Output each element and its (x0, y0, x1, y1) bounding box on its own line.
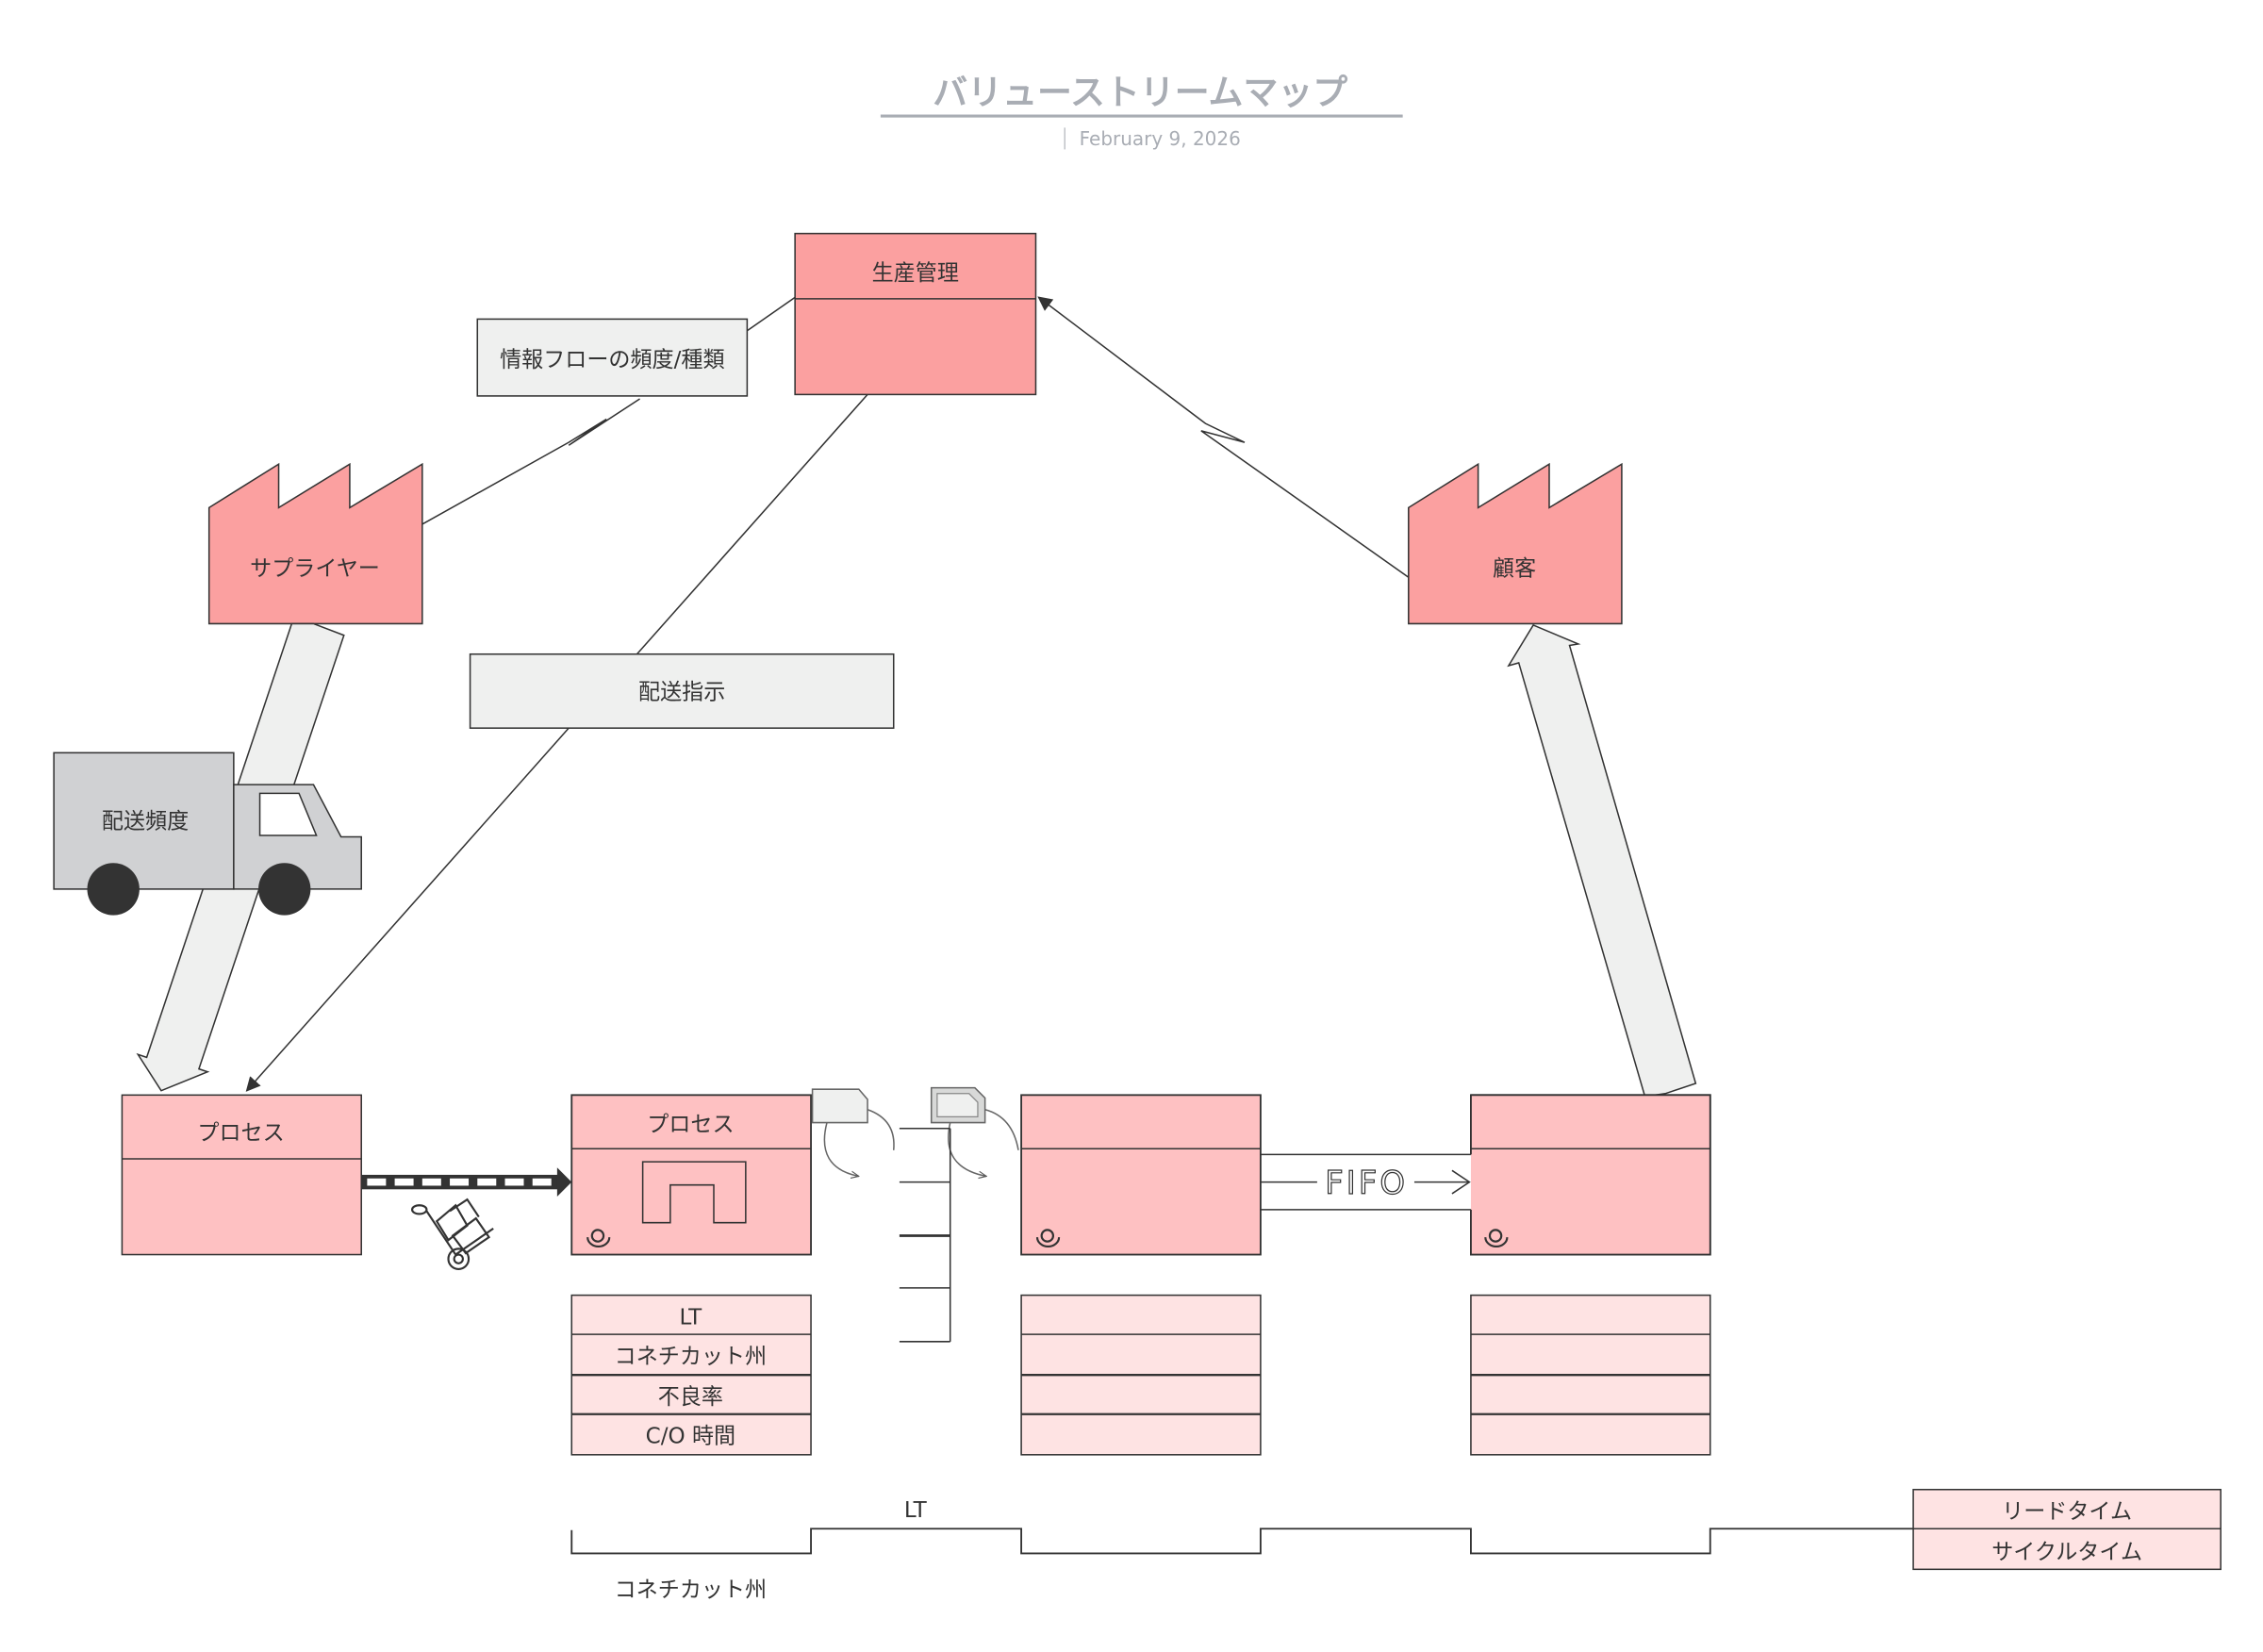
operator-icon (1484, 1229, 1509, 1247)
truck-wheel-rear (87, 863, 140, 916)
data-box-1[interactable]: LT コネチカット州 不良率 C/O 時間 (570, 1294, 812, 1456)
shipping-instruction-box[interactable]: 配送指示 (469, 653, 895, 729)
timeline: LT コネチカット州 (570, 1498, 1914, 1603)
truck-window (258, 792, 318, 836)
customer-label: 顧客 (1493, 557, 1536, 582)
timeline-lower-label: コネチカット州 (615, 1578, 767, 1603)
factory-icon (1408, 462, 1623, 625)
customer-factory[interactable]: 顧客 (1408, 462, 1623, 625)
process-box-3[interactable] (1020, 1094, 1262, 1256)
data-row: C/O 時間 (646, 1425, 735, 1449)
truck-label: 配送頻度 (102, 809, 189, 834)
data-box-3[interactable] (1470, 1294, 1711, 1456)
process-box-2[interactable]: プロセス (570, 1094, 812, 1256)
fifo-label: FIFO (1325, 1165, 1408, 1201)
process-box-4[interactable] (1470, 1094, 1711, 1256)
operator-icon (586, 1229, 611, 1247)
factory-icon (207, 462, 423, 625)
info-line-pc-to-label (746, 296, 796, 332)
hand-truck-icon (410, 1198, 494, 1270)
supplier-label: サプライヤー (250, 557, 380, 582)
operator-icon (1035, 1229, 1061, 1247)
shipping-instruction-label: 配送指示 (638, 680, 725, 704)
data-row: LT (680, 1305, 703, 1330)
page-title: バリューストリームマップ (933, 73, 1347, 113)
data-row: コネチカット州 (615, 1345, 767, 1369)
kanban-card-icon (811, 1088, 868, 1124)
withdrawal-kanban[interactable] (811, 1088, 895, 1176)
electronic-info-line-customer (1037, 296, 1410, 578)
push-arrow (361, 1167, 572, 1198)
timeline-upper-label: LT (904, 1498, 928, 1523)
truck-wheel-front (258, 863, 311, 916)
data-box-2[interactable] (1020, 1294, 1262, 1456)
info-flow-lines (245, 296, 1410, 1092)
electronic-info-line-supplier (420, 398, 640, 526)
truck[interactable]: 配送頻度 (53, 752, 362, 916)
fifo-lane: FIFO (1260, 1153, 1471, 1211)
cycle-time-label: サイクルタイム (1991, 1541, 2142, 1565)
shipment-arrow-outbound (1507, 623, 1697, 1098)
info-flow-label: 情報フローの頻度/種類 (500, 348, 724, 372)
info-flow-label-box[interactable]: 情報フローの頻度/種類 (476, 318, 749, 397)
data-row: 不良率 (658, 1385, 723, 1410)
lead-time-label: リードタイム (2002, 1499, 2132, 1524)
timeline-summary-box[interactable]: リードタイム サイクルタイム (1912, 1488, 2222, 1571)
truck-trailer (53, 752, 235, 890)
info-line-shipping-to-process (245, 727, 570, 1092)
process-box-1[interactable]: プロセス (121, 1094, 362, 1256)
production-control-box[interactable]: 生産管理 (794, 232, 1037, 396)
process-label: プロセス (647, 1113, 734, 1137)
supplier-factory[interactable]: サプライヤー (207, 462, 423, 625)
production-control-label: 生産管理 (872, 261, 959, 286)
header: バリューストリームマップ February 9, 2026 (880, 73, 1403, 150)
timeline-ladder (570, 1528, 1914, 1555)
page-date: February 9, 2026 (1080, 127, 1241, 150)
info-line-pc-to-shipping (636, 393, 868, 655)
production-kanban[interactable] (930, 1086, 1019, 1177)
inventory-rack (899, 1127, 951, 1343)
supermarket-icon (641, 1161, 747, 1224)
process-label: プロセス (197, 1121, 284, 1146)
